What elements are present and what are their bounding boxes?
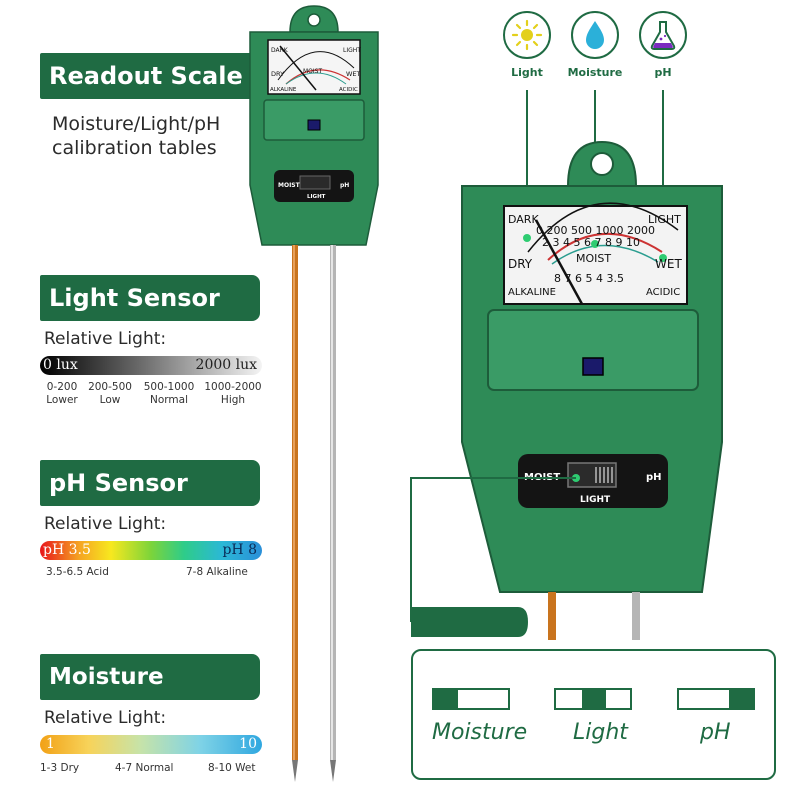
light-gradient-bar: 0 lux 2000 lux: [40, 356, 262, 375]
readout-desc-line1: Moisture/Light/pH: [52, 113, 221, 135]
meter-light-label: LIGHT: [648, 213, 681, 226]
moisture-bar-max: 10: [239, 736, 257, 752]
water-drop-icon: [586, 21, 604, 49]
large-soil-meter: DARK LIGHT 0 200 500 1000 2000 2 3 4 5 6…: [410, 90, 723, 640]
light-bar-min: 0 lux: [43, 357, 78, 373]
meter-acidic-label: ACIDIC: [646, 287, 680, 298]
readout-scale-header: Readout Scale: [40, 53, 264, 99]
ph-sensor-title: pH Sensor: [49, 469, 188, 497]
ph-gradient-bar: pH 3.5 pH 8: [40, 541, 262, 560]
meter-alkaline-label: ALKALINE: [508, 287, 556, 298]
meter-dry-label: DRY: [508, 257, 533, 271]
svg-text:pH: pH: [340, 182, 349, 189]
ph-alkaline-caption: 7-8 Alkaline: [186, 566, 248, 578]
moisture-sensor-title: Moisture Sensor: [49, 664, 164, 736]
flask-icon: [650, 21, 676, 50]
ph-sensor-subtitle: Relative Light:: [44, 514, 167, 534]
svg-text:DARK: DARK: [271, 47, 289, 54]
moisture-bar-min: 1: [46, 736, 55, 752]
switch-modes-panel: [411, 649, 776, 780]
svg-text:LIGHT: LIGHT: [343, 47, 361, 54]
sun-icon: [511, 19, 543, 51]
svg-text:WET: WET: [346, 70, 361, 78]
meter-light-scale: 0 200 500 1000 2000: [536, 224, 655, 237]
ph-bar-max: pH 8: [222, 542, 257, 558]
meter-moist-scale: 2 3 4 5 6 7 8 9 10: [542, 236, 640, 249]
moisture-gradient-bar: 1 10: [40, 735, 262, 754]
light-icon-label: Light: [511, 66, 543, 79]
moisture-dry-caption: 1-3 Dry: [40, 762, 80, 774]
moisture-icon-circle: [571, 11, 619, 59]
meter-wet-label: WET: [655, 257, 682, 271]
meter-dark-label: DARK: [508, 213, 539, 226]
light-mode-label: Light: [573, 720, 628, 745]
svg-text:MOIST: MOIST: [303, 68, 322, 75]
moisture-normal-caption: 4-7 Normal: [115, 762, 174, 774]
light-mode-switch: [554, 688, 632, 710]
svg-text:ACIDIC: ACIDIC: [339, 87, 358, 93]
small-soil-meter: DARK LIGHT DRY WET MOIST ALKALINE ACIDIC…: [249, 5, 379, 782]
svg-text:MOIST: MOIST: [278, 182, 301, 189]
light-sensor-subtitle: Relative Light:: [44, 329, 167, 349]
moisture-wet-caption: 8-10 Wet: [208, 762, 256, 774]
ph-icon-label: pH: [654, 66, 672, 79]
moisture-mode-label: Moisture: [432, 720, 528, 745]
meter-moist-label: MOIST: [576, 252, 611, 265]
moisture-sensor-header: Moisture Sensor: [40, 654, 260, 736]
svg-text:DRY: DRY: [271, 70, 284, 78]
ph-sensor-header: pH Sensor: [40, 460, 260, 506]
ph-icon-circle: [639, 11, 687, 59]
switch-ph-label: pH: [646, 472, 662, 483]
svg-text:LIGHT: LIGHT: [307, 194, 326, 200]
meter-ph-scale: 8 7 6 5 4 3.5: [554, 272, 624, 285]
moisture-mode-switch: [432, 688, 510, 710]
light-bar-max: 2000 lux: [195, 357, 257, 373]
readout-desc: Moisture/Light/pH calibration tables: [52, 112, 220, 160]
readout-scale-title: Readout Scale: [49, 62, 243, 90]
moisture-sensor-subtitle: Relative Light:: [44, 708, 167, 728]
readout-desc-line2: calibration tables: [52, 137, 217, 159]
ph-mode-label: pH: [700, 720, 731, 745]
light-sensor-title: Light Sensor: [49, 284, 220, 312]
svg-text:ALKALINE: ALKALINE: [270, 87, 297, 93]
switch-light-label: LIGHT: [580, 495, 611, 505]
ph-bar-min: pH 3.5: [43, 542, 91, 558]
ph-mode-switch: [677, 688, 755, 710]
ph-acid-caption: 3.5-6.5 Acid: [46, 566, 109, 578]
light-icon-circle: [503, 11, 551, 59]
light-sensor-header: Light Sensor: [40, 275, 260, 321]
moisture-icon-label: Moisture: [567, 66, 623, 79]
